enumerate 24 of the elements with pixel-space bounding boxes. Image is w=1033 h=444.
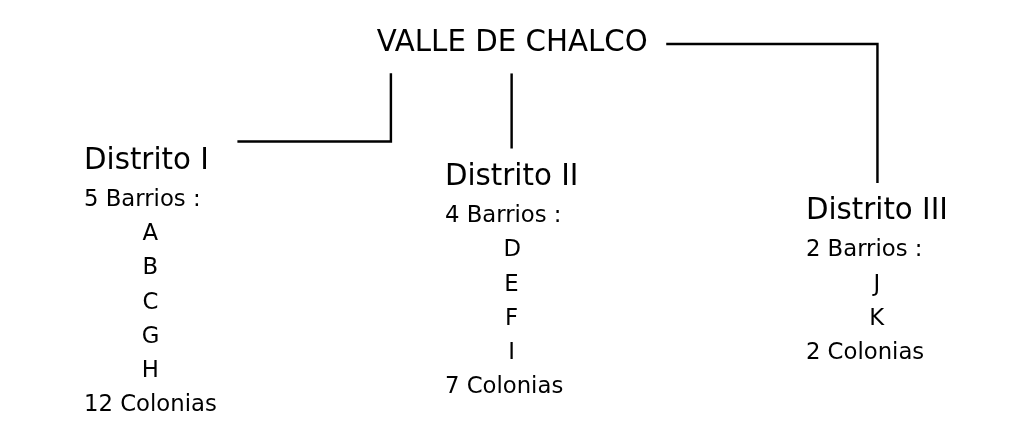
node-text: Distrito III: [805, 192, 948, 227]
node-label: I: [508, 337, 516, 364]
connector: [666, 42, 879, 183]
node-label: 2 Barrios :: [805, 235, 923, 262]
node-label: 5 Barrios :: [84, 185, 201, 212]
node-label: G: [141, 321, 160, 348]
node-text: Distrito I: [84, 142, 209, 176]
node-label: B: [142, 253, 159, 280]
node-label: H: [141, 355, 159, 382]
node-label: 12 Colonias: [84, 389, 217, 416]
node-text: VALLE DE CHALCO: [376, 24, 648, 59]
connector: [510, 73, 513, 149]
node-label: 4 Barrios :: [444, 201, 562, 228]
node-label: J: [873, 269, 881, 296]
node-label: C: [142, 287, 159, 314]
node-label: A: [142, 219, 159, 246]
node-label: 7 Colonias: [444, 372, 564, 399]
connector: [237, 73, 393, 143]
node-label: E: [504, 269, 519, 296]
node-label: K: [869, 303, 885, 330]
node-label: D: [503, 235, 522, 262]
node-text: Distrito II: [444, 158, 579, 193]
node-label: F: [505, 303, 519, 330]
node-label: 2 Colonias: [805, 337, 925, 364]
